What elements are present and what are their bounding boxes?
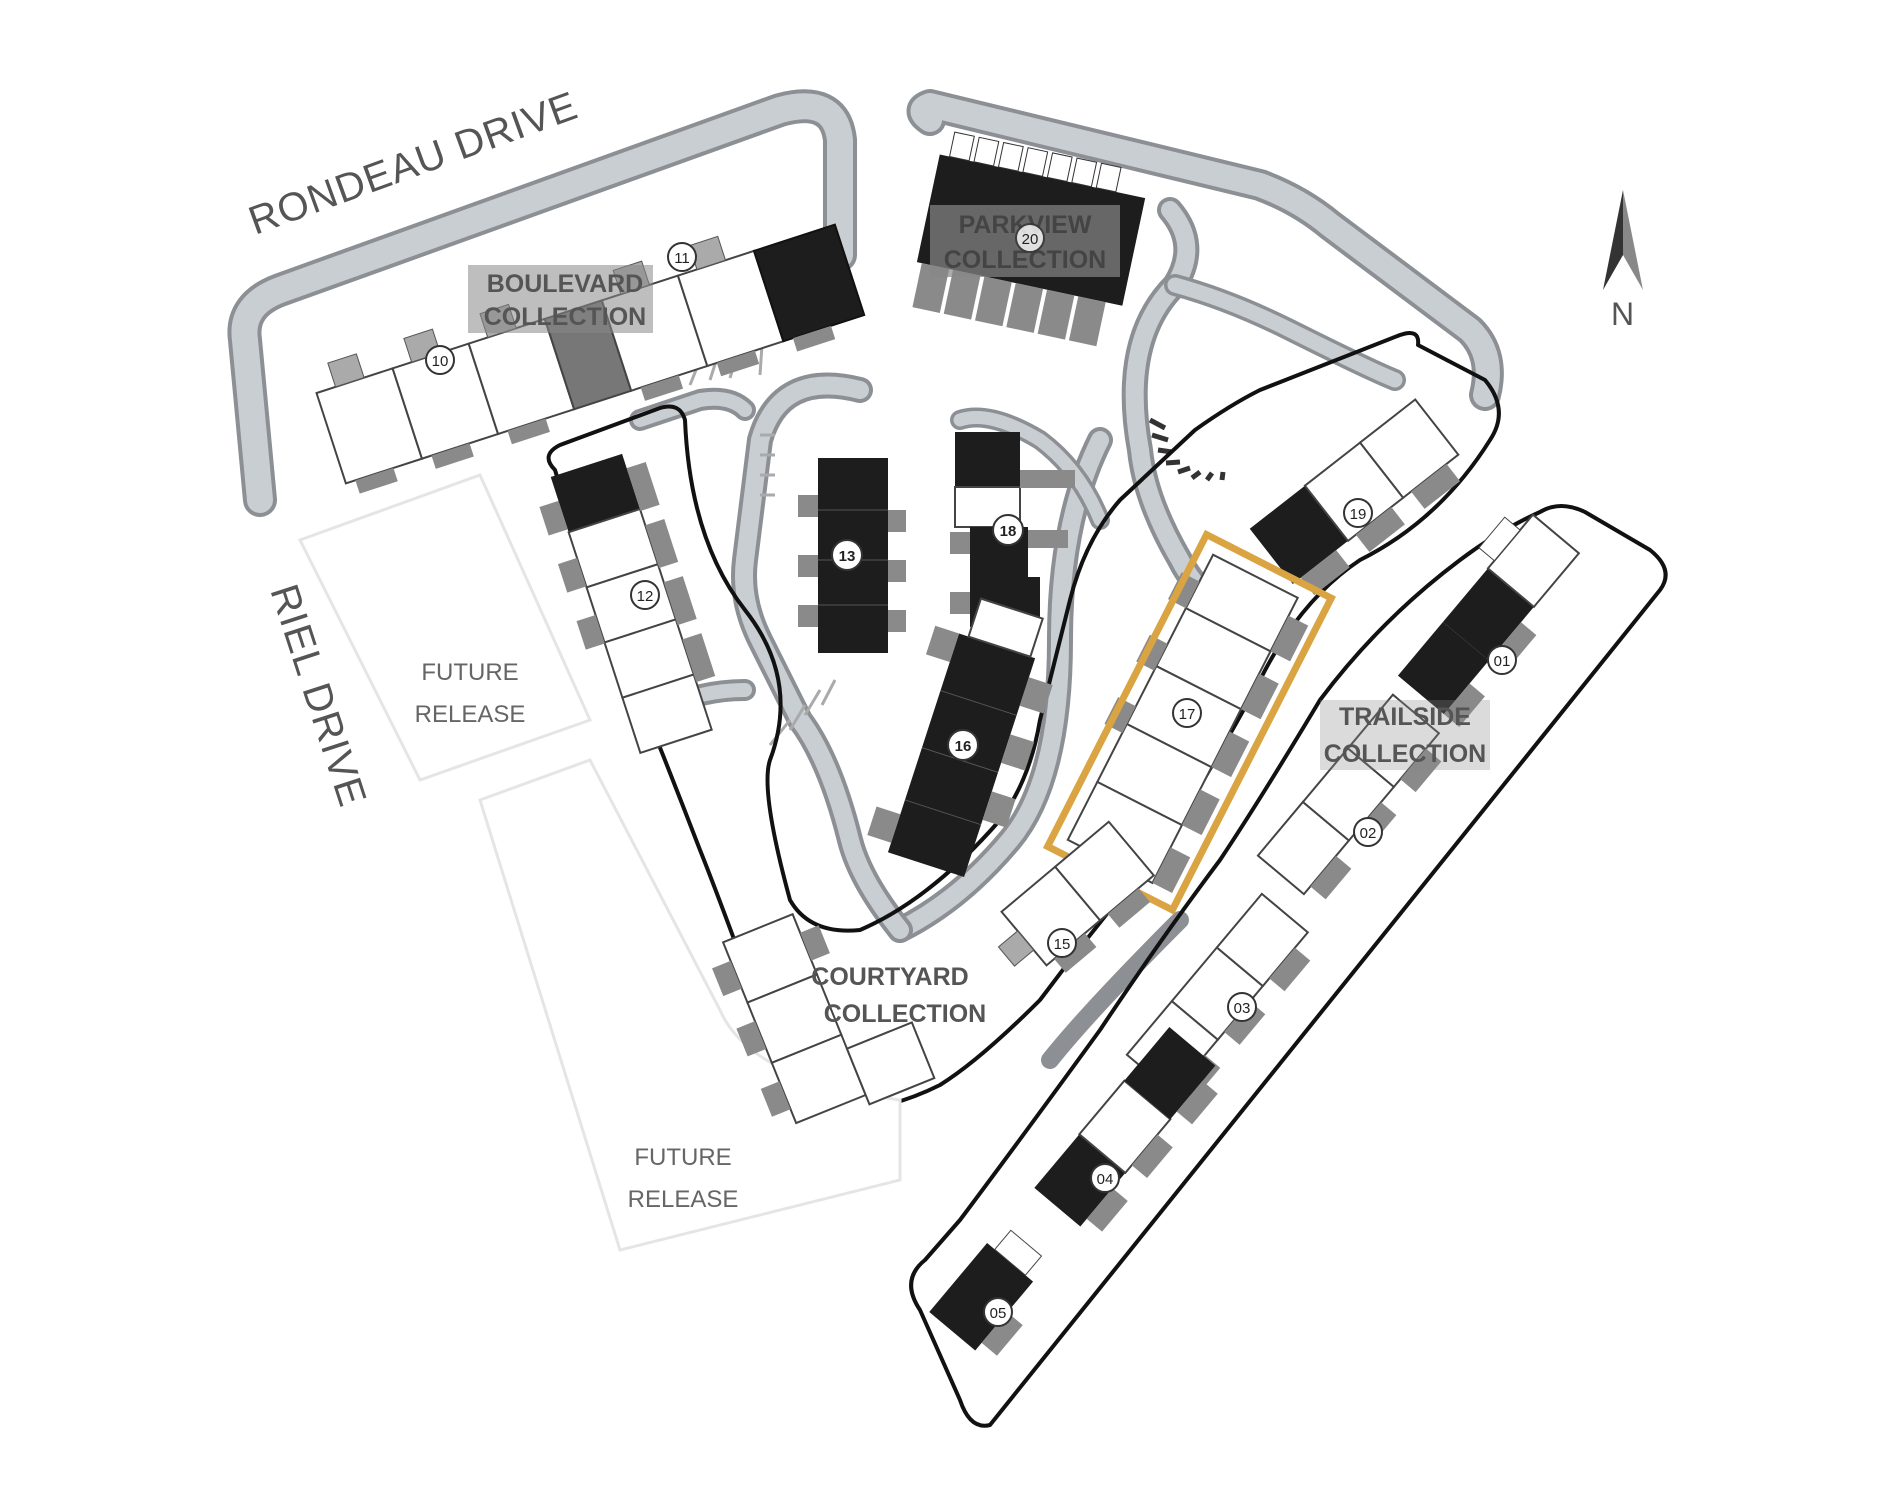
- building-marker-01[interactable]: 01: [1487, 645, 1517, 675]
- svg-text:18: 18: [1000, 523, 1017, 540]
- svg-text:RELEASE: RELEASE: [628, 1186, 739, 1213]
- svg-text:TRAILSIDE: TRAILSIDE: [1339, 703, 1471, 731]
- svg-text:10: 10: [432, 353, 449, 370]
- building-marker-10[interactable]: 10: [425, 345, 455, 375]
- svg-text:COURTYARD: COURTYARD: [811, 963, 968, 991]
- svg-text:19: 19: [1350, 506, 1367, 523]
- svg-text:COLLECTION: COLLECTION: [824, 1000, 987, 1028]
- svg-text:12: 12: [637, 588, 654, 605]
- collection-label-trailside: TRAILSIDE COLLECTION: [1320, 700, 1490, 770]
- building-marker-11[interactable]: 11: [667, 242, 697, 272]
- svg-text:04: 04: [1097, 1171, 1114, 1188]
- block-15-units: [997, 820, 1156, 973]
- svg-text:RELEASE: RELEASE: [415, 701, 526, 728]
- svg-text:02: 02: [1360, 825, 1377, 842]
- svg-text:FUTURE: FUTURE: [421, 659, 518, 686]
- courtyard-units: [712, 912, 936, 1125]
- building-marker-05[interactable]: 05: [983, 1297, 1013, 1327]
- future-release-label-1: FUTURE RELEASE: [415, 659, 526, 728]
- svg-text:FUTURE: FUTURE: [634, 1144, 731, 1171]
- trailside-phase-outline: [909, 504, 1668, 1428]
- building-marker-16[interactable]: 16: [947, 729, 979, 761]
- svg-text:COLLECTION: COLLECTION: [1324, 740, 1487, 768]
- north-arrow-icon: N: [1603, 190, 1643, 332]
- building-marker-12[interactable]: 12: [630, 580, 660, 610]
- building-marker-15[interactable]: 15: [1047, 928, 1077, 958]
- svg-text:20: 20: [1022, 231, 1039, 248]
- svg-text:03: 03: [1234, 1000, 1251, 1017]
- collection-label-boulevard: BOULEVARD COLLECTION: [468, 265, 653, 333]
- block-19-units: [1249, 398, 1461, 596]
- street-label-rondeau: RONDEAU DRIVE: [243, 84, 584, 244]
- compass-label: N: [1611, 296, 1635, 332]
- collection-label-courtyard: COURTYARD COLLECTION: [811, 963, 986, 1028]
- svg-text:05: 05: [990, 1305, 1007, 1322]
- svg-text:16: 16: [955, 738, 972, 755]
- building-marker-20[interactable]: 20: [1015, 223, 1045, 253]
- trailside-units: [929, 513, 1581, 1356]
- block-18-units: [950, 432, 1075, 627]
- building-marker-19[interactable]: 19: [1343, 498, 1373, 528]
- building-marker-02[interactable]: 02: [1353, 817, 1383, 847]
- svg-text:15: 15: [1054, 936, 1071, 953]
- parking-arc: [1148, 417, 1226, 482]
- building-marker-18[interactable]: 18: [992, 514, 1024, 546]
- svg-text:01: 01: [1494, 653, 1511, 670]
- building-marker-03[interactable]: 03: [1227, 992, 1257, 1022]
- svg-text:17: 17: [1179, 706, 1196, 723]
- future-release-label-2: FUTURE RELEASE: [628, 1144, 739, 1213]
- building-marker-17[interactable]: 17: [1172, 698, 1202, 728]
- svg-text:11: 11: [674, 250, 690, 267]
- building-marker-04[interactable]: 04: [1090, 1163, 1120, 1193]
- svg-text:13: 13: [839, 548, 856, 565]
- svg-text:COLLECTION: COLLECTION: [484, 303, 647, 331]
- building-marker-13[interactable]: 13: [831, 539, 863, 571]
- svg-text:BOULEVARD: BOULEVARD: [487, 270, 643, 298]
